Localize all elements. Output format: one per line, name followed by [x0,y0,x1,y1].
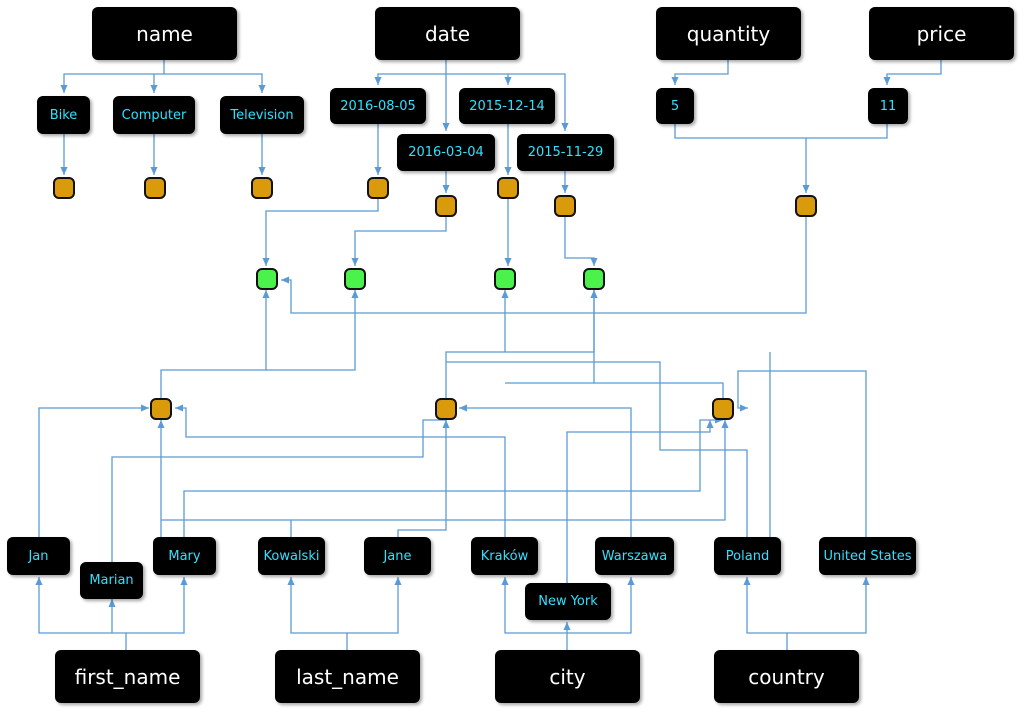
value-poland: Poland [714,537,781,575]
edge-country-poland [743,577,788,650]
value-krakow: Kraków [471,537,538,575]
edge-us-b3 [737,370,867,540]
attribute-first-name: first_name [55,650,200,703]
attribute-country: country [714,650,859,703]
edge-kowalski-b3 [291,420,729,521]
green-node [583,268,605,290]
edge-city-krakow [501,577,568,650]
attribute-quantity: quantity [656,7,801,60]
orange-node [795,195,817,217]
edge-date-20160805 [374,60,447,85]
green-node [344,268,366,290]
orange-node [435,398,457,420]
edge-mary-b3 [183,416,723,540]
edge-b1-g2 [266,290,359,371]
edge-lastname-kowalski [287,577,348,650]
edge-firstname-mary [126,577,188,634]
value-price-11: 11 [868,88,908,124]
green-node [494,268,516,290]
green-node [256,268,278,290]
orange-node [497,177,519,199]
value-united-states: United States [819,537,916,575]
edge-name-television [164,73,266,93]
edge-name-bike [60,60,165,93]
value-kowalski: Kowalski [258,537,325,575]
edge-o4-g4 [564,215,598,266]
edge-quantity-5 [671,60,729,85]
edge-warszawa-b2 [459,404,632,540]
value-date-2016-03-04: 2016-03-04 [397,134,495,171]
edge-o1-g1 [262,197,379,266]
orange-node [251,177,273,199]
value-date-2016-08-05: 2016-08-05 [330,88,426,124]
edge-firstname-jan [35,577,127,650]
edge-o5-g1 [281,215,807,314]
edge-krakow-b1 [175,404,506,540]
value-computer: Computer [113,96,195,134]
value-jan: Jan [7,537,70,575]
edge-date-20151214 [446,73,512,85]
orange-node [712,398,734,420]
attribute-last-name: last_name [275,650,420,703]
edge-poland-b2 [446,361,748,540]
edge-5-node [674,124,810,193]
value-new-york: New York [525,583,611,620]
value-bike: Bike [37,96,90,134]
value-quantity-5: 5 [656,88,694,124]
edge-b2-g4 [505,290,598,353]
attribute-date: date [375,7,520,60]
edge-jane-b2 [397,420,450,540]
orange-node [554,195,576,217]
edge-b1-g1 [160,290,270,398]
edge-11-node [806,124,888,139]
edge-price-11 [883,60,942,85]
edge-lastname-jane [347,577,402,634]
orange-node [150,398,172,420]
edge-newyork-b3 [566,420,714,585]
attribute-price: price [869,7,1014,60]
orange-node [367,177,389,199]
edge-o2-g2 [351,215,447,266]
value-mary: Mary [153,537,216,575]
edge-city-warszawa [567,577,635,634]
edge-marian-b1 [111,419,447,563]
edge-date-20151129 [508,73,569,131]
value-warszawa: Warszawa [595,537,674,575]
attribute-city: city [495,650,640,703]
orange-node [144,177,166,199]
edge-b3-g4 [590,290,724,398]
value-television: Television [220,96,304,134]
value-date-2015-11-29: 2015-11-29 [517,134,614,171]
orange-node [53,177,75,199]
value-jane: Jane [364,537,431,575]
edge-jan-b1 [38,404,149,540]
orange-node [435,195,457,217]
attribute-name: name [92,7,237,60]
edge-country-us [787,577,870,634]
edge-b2-g3 [445,290,509,398]
value-marian: Marian [80,562,143,599]
value-date-2015-12-14: 2015-12-14 [459,88,555,124]
